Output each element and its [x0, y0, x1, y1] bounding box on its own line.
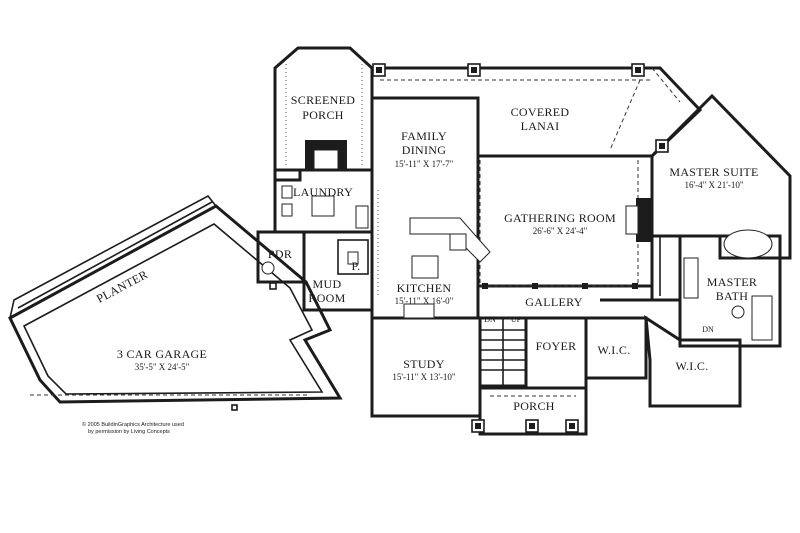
planter-strip [8, 194, 218, 320]
kitchen-dim: 15'-11" X 16'-0" [395, 296, 454, 306]
garage-block [8, 194, 343, 411]
stair-up-label: UP [511, 315, 522, 324]
family-dining-label-1: FAMILY [401, 129, 447, 143]
gallery-label: GALLERY [525, 295, 582, 309]
master-bath-label-1: MASTER [707, 275, 757, 289]
stair-treads [480, 329, 526, 371]
porch-label: PORCH [513, 399, 555, 413]
posts [372, 63, 669, 433]
master-bath-label-2: BATH [716, 289, 749, 303]
family-dining-dim: 15'-11" X 17'-7" [395, 159, 454, 169]
kitchen-label: KITCHEN [397, 281, 452, 295]
screened-porch-label-1: SCREENED [291, 93, 355, 107]
study-label: STUDY [403, 357, 445, 371]
covered-lanai-label-1: COVERED [511, 105, 570, 119]
study-dim: 15'-11" X 13'-10" [392, 372, 456, 382]
covered-lanai-label-2: LANAI [521, 119, 560, 133]
pantry-label: P. [352, 259, 361, 273]
garage-label: 3 CAR GARAGE [117, 347, 207, 361]
master-suite-label: MASTER SUITE [669, 165, 758, 179]
main-walls [256, 46, 792, 436]
credit-line-1: © 2005 BuildinGraphics Architecture used [82, 421, 184, 428]
screened-porch-label-2: PORCH [302, 108, 344, 122]
foyer-label: FOYER [536, 339, 577, 353]
stair-down-label: DN [484, 315, 496, 324]
wic-left-label: W.I.C. [597, 343, 630, 357]
master-suite-dim: 16'-4" X 21'-10" [684, 180, 743, 190]
gathering-room-label: GATHERING ROOM [504, 211, 616, 225]
laundry-label: LAUNDRY [293, 185, 353, 199]
wic-right-label: W.I.C. [675, 359, 708, 373]
mud-room-label-2: ROOM [308, 291, 345, 305]
mud-room-label-1: MUD [313, 277, 342, 291]
family-dining-label-2: DINING [402, 143, 446, 157]
gathering-room-dim: 26'-6" X 24'-4" [533, 226, 588, 236]
pdr-label: PDR [268, 247, 292, 261]
garage-dim: 35'-5" X 24'-5" [135, 362, 190, 372]
bath-down-label: DN [702, 325, 714, 334]
credit-line-2: by permission by Living Concepts [88, 429, 170, 435]
